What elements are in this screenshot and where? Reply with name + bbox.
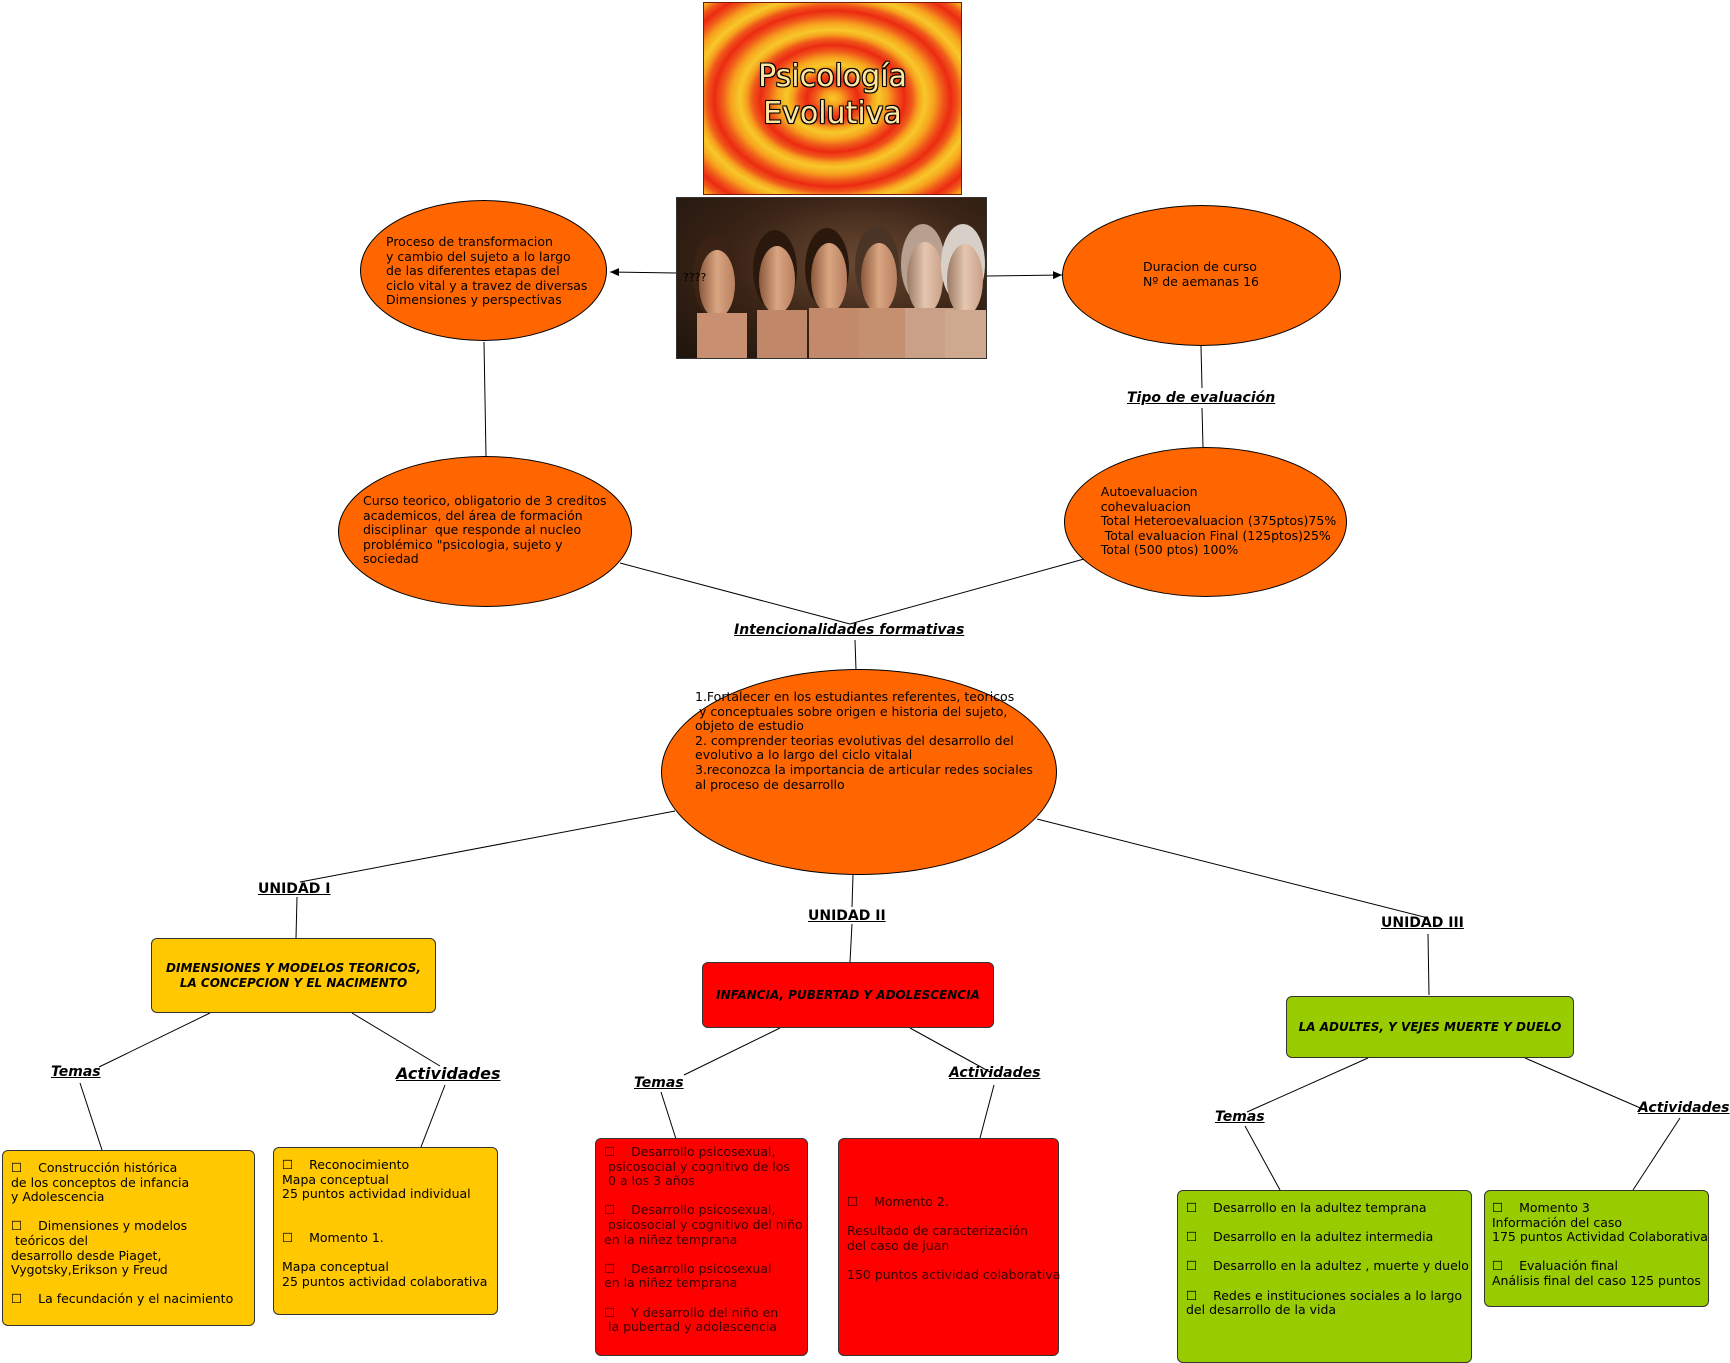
face-3: [805, 228, 859, 358]
title-line-2: Evolutiva: [763, 95, 902, 131]
line-u1-temas-box: [79, 1082, 103, 1151]
line-u3-temas: [1246, 1057, 1369, 1113]
aging-faces-image: ????: [676, 197, 987, 359]
definition-text: Proceso de transformacion y cambio del s…: [386, 234, 588, 308]
line-evaluation-formative: [849, 558, 1085, 625]
u3-actividades-label: Actividades: [1638, 1100, 1730, 1116]
duration-text: Duracion de curso Nº de aemanas 16: [1143, 259, 1259, 289]
duration-oval: Duracion de curso Nº de aemanas 16: [1062, 205, 1341, 346]
u1-actividades-label: Actividades: [396, 1064, 501, 1083]
faces-illustration: [693, 224, 986, 358]
unit3-title: LA ADULTES, Y VEJES MUERTE Y DUELO: [1298, 1019, 1562, 1034]
objectives-oval: 1.Fortalecer en los estudiantes referent…: [661, 669, 1057, 875]
line-u3-actividades: [1524, 1057, 1646, 1111]
u2-actividades-label: Actividades: [949, 1065, 1041, 1081]
u2-temas-text: ☐ Desarrollo psicosexual, psicosocial y …: [604, 1144, 803, 1335]
line-u2-temas-box: [660, 1091, 677, 1140]
u3-temas-text: ☐ Desarrollo en la adultez temprana ☐ De…: [1186, 1200, 1469, 1318]
unit2-title: INFANCIA, PUBERTAD Y ADOLESCENCIA: [716, 987, 980, 1002]
arrow-to-duration: [986, 271, 1063, 280]
line-objectives-unit1: [299, 810, 676, 883]
unit1-title: DIMENSIONES Y MODELOS TEORICOS, LA CONCE…: [166, 960, 421, 990]
u2-temas-box: ☐ Desarrollo psicosexual, psicosocial y …: [595, 1138, 808, 1356]
line-course-formative: [619, 562, 851, 625]
unit3-title-box: LA ADULTES, Y VEJES MUERTE Y DUELO: [1286, 996, 1574, 1058]
photo-caption: ????: [683, 271, 707, 284]
line-u1-actividades: [351, 1012, 441, 1067]
u1-temas-box: ☐ Construcción histórica de los concepto…: [2, 1150, 255, 1326]
course-oval: Curso teorico, obligatorio de 3 creditos…: [338, 456, 632, 607]
u2-actividades-text: ☐ Momento 2. Resultado de caracterizació…: [847, 1194, 1061, 1282]
arrow-to-definition: [609, 268, 677, 277]
line-u1-temas: [98, 1012, 211, 1068]
title-line-1: Psicología: [758, 58, 907, 94]
unit1-title-box: DIMENSIONES Y MODELOS TEORICOS, LA CONCE…: [151, 938, 436, 1013]
u1-actividades-text: ☐ Reconocimiento Mapa conceptual 25 punt…: [282, 1157, 488, 1289]
line-unit2label-box: [849, 923, 853, 963]
u3-temas-box: ☐ Desarrollo en la adultez temprana ☐ De…: [1177, 1190, 1472, 1363]
unit3-label: UNIDAD III: [1381, 915, 1464, 931]
line-objectives-unit3: [1036, 818, 1429, 919]
title-text: Psicología Evolutiva: [758, 58, 907, 132]
face-6: [941, 224, 986, 358]
u1-actividades-box: ☐ Reconocimiento Mapa conceptual 25 punt…: [273, 1147, 498, 1315]
line-definition-course: [483, 341, 487, 457]
evaluation-oval: Autoevaluacion cohevaluacion Total Heter…: [1064, 447, 1347, 597]
line-objectives-unit2: [851, 874, 854, 908]
line-formative-objectives: [854, 639, 857, 671]
u2-temas-label: Temas: [634, 1075, 684, 1091]
definition-oval: Proceso de transformacion y cambio del s…: [360, 200, 607, 341]
line-unit1label-box: [295, 896, 298, 939]
u3-actividades-box: ☐ Momento 3 Información del caso 175 pun…: [1484, 1190, 1709, 1307]
u3-actividades-text: ☐ Momento 3 Información del caso 175 pun…: [1492, 1200, 1708, 1288]
unit1-label: UNIDAD I: [258, 881, 331, 897]
u2-actividades-box: ☐ Momento 2. Resultado de caracterizació…: [838, 1138, 1061, 1356]
evaluation-type-label: Tipo de evaluación: [1127, 390, 1276, 406]
face-4: [855, 226, 909, 358]
line-u3-temas-box: [1244, 1125, 1281, 1191]
evaluation-text: Autoevaluacion cohevaluacion Total Heter…: [1100, 484, 1337, 558]
line-evaltype-evaluation: [1201, 407, 1204, 448]
line-u2-actividades-box: [979, 1084, 995, 1139]
unit2-title-box: INFANCIA, PUBERTAD Y ADOLESCENCIA: [702, 962, 994, 1028]
u1-temas-label: Temas: [51, 1064, 101, 1080]
line-u3-actividades-box: [1632, 1117, 1681, 1191]
face-2: [753, 230, 807, 358]
line-duration-evaltype: [1200, 345, 1203, 389]
line-unit3label-box: [1427, 933, 1430, 996]
line-u1-actividades-box: [420, 1084, 446, 1148]
title-box: Psicología Evolutiva: [703, 2, 962, 195]
objectives-text: 1.Fortalecer en los estudiantes referent…: [695, 689, 1033, 792]
u3-temas-label: Temas: [1215, 1109, 1265, 1125]
line-u2-temas: [683, 1027, 781, 1076]
course-text: Curso teorico, obligatorio de 3 creditos…: [363, 493, 607, 567]
line-u2-actividades: [909, 1027, 991, 1073]
face-1: [693, 234, 747, 358]
unit2-label: UNIDAD II: [808, 908, 886, 924]
formative-label: Intencionalidades formativas: [734, 622, 965, 638]
u1-temas-text: ☐ Construcción histórica de los concepto…: [11, 1160, 234, 1307]
